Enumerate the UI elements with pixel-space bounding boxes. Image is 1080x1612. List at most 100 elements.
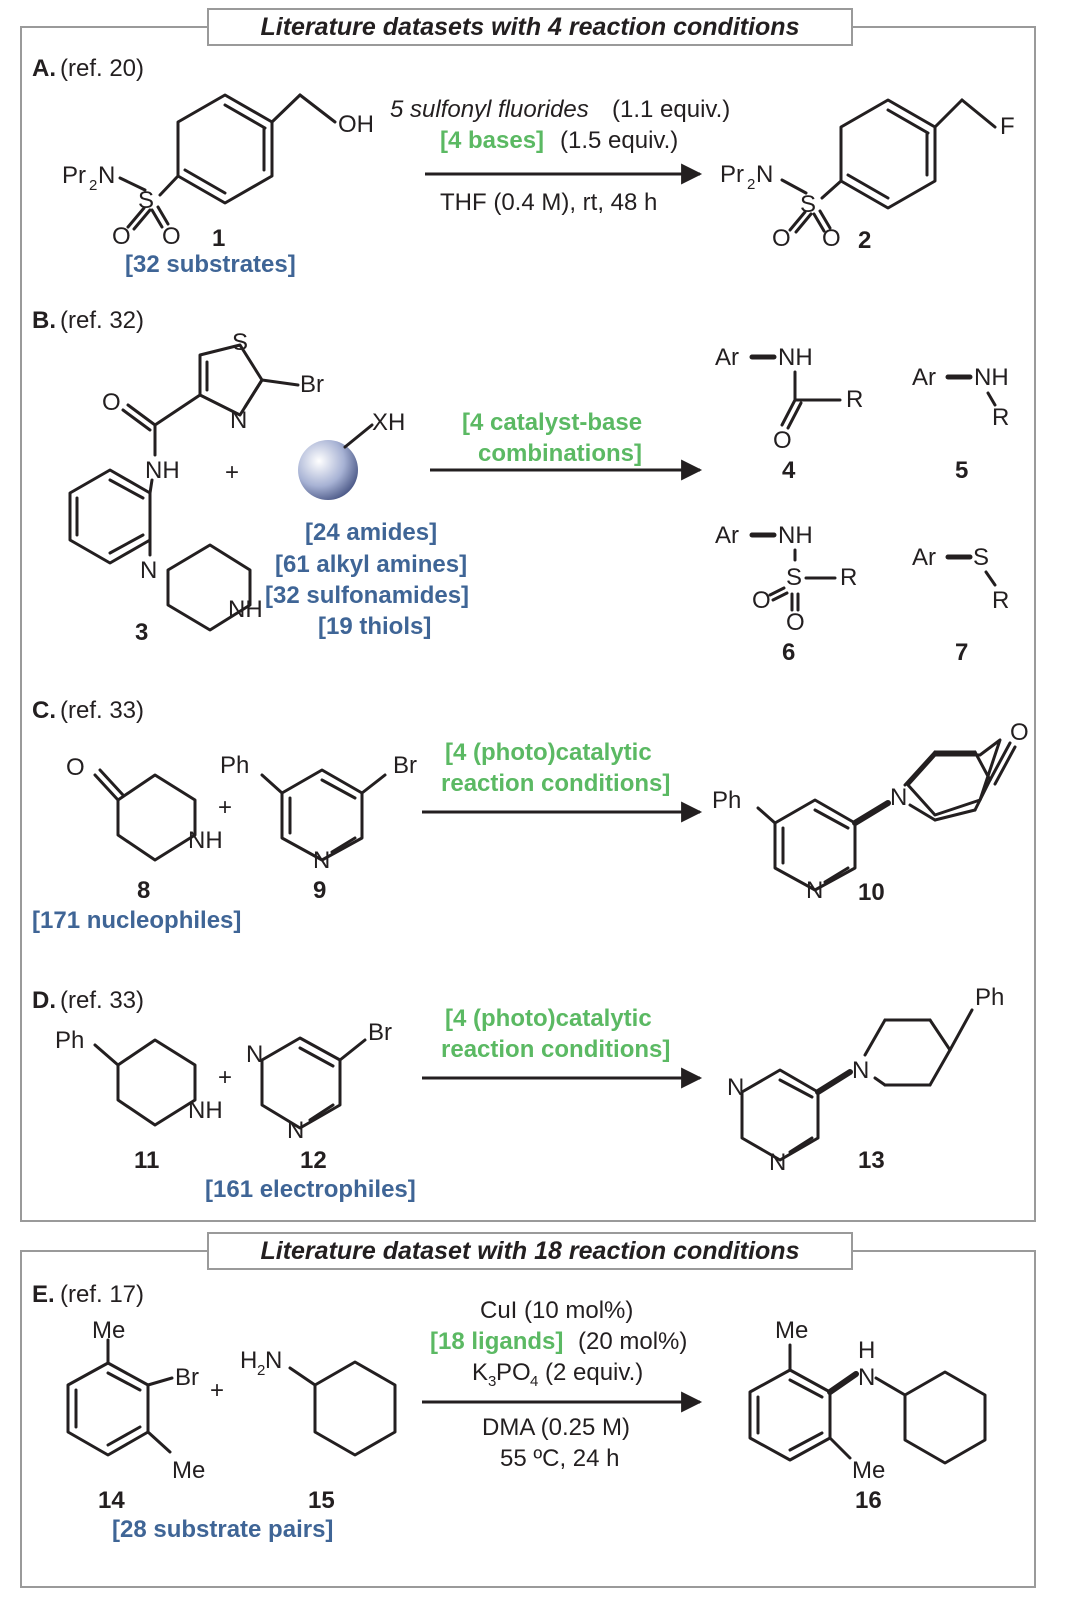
compound-label-9: 9: [313, 877, 326, 904]
section-d-ref: (ref. 33): [60, 987, 144, 1014]
compound-label-13: 13: [858, 1147, 885, 1174]
section-b: B. (ref. 32) S Br N O NH: [32, 307, 1009, 666]
atom-h2n-sub: 2: [257, 1362, 265, 1379]
plus-c: +: [218, 794, 232, 821]
compound-label-11: 11: [134, 1147, 159, 1174]
atom-ph-9: Ph: [220, 752, 249, 779]
atom-s-6: S: [786, 564, 802, 591]
atom-ar-6: Ar: [715, 522, 739, 549]
atom-r-6: R: [840, 564, 857, 591]
compound-label-3: 3: [135, 619, 148, 646]
compound-label-14: 14: [98, 1487, 125, 1514]
molecule-3: S Br N O NH N NH 3: [68, 329, 324, 646]
conditions-a: THF (0.4 M), rt, 48 h: [440, 189, 657, 216]
molecule-12: Br N N 12 [161 electrophiles]: [205, 1019, 416, 1203]
atom-br-9: Br: [393, 752, 417, 779]
atom-ar-4: Ar: [715, 344, 739, 371]
conditions-c-line2: reaction conditions]: [441, 770, 670, 797]
atom-me-16a: Me: [775, 1317, 808, 1344]
section-a-ref: (ref. 20): [60, 55, 144, 82]
reagent-po: PO: [496, 1359, 531, 1386]
atom-n-2: N: [756, 161, 773, 188]
compound-label-6: 6: [782, 639, 795, 666]
atom-oh: OH: [338, 111, 374, 138]
atom-o-10: O: [1010, 719, 1029, 746]
atom-br-14: Br: [175, 1364, 199, 1391]
compound-label-4: 4: [782, 457, 796, 484]
atom-nh-6: NH: [778, 522, 813, 549]
compound-label-2: 2: [858, 227, 871, 254]
pyrimidine-ring-12: [260, 1036, 342, 1130]
atom-me-14a: Me: [92, 1317, 125, 1344]
atom-piperazine-nh: NH: [228, 596, 263, 623]
atom-n-16: N: [858, 1364, 875, 1391]
atom-br-12: Br: [368, 1019, 392, 1046]
electrophile-count: [161 electrophiles]: [205, 1176, 416, 1203]
molecule-11: Ph NH 11: [55, 1027, 223, 1174]
piperidine-ring-11: [116, 1038, 197, 1127]
atom-thiazole-n: N: [230, 407, 247, 434]
atom-o-4: O: [773, 427, 792, 454]
atom-n-13: N: [852, 1057, 869, 1084]
thiazole-ring: [198, 343, 264, 417]
substrate-count: [32 substrates]: [125, 251, 296, 278]
section-a-letter: A.: [32, 55, 56, 82]
atom-pr-sub-2: 2: [747, 176, 755, 193]
atom-o1: O: [112, 223, 131, 250]
section-a: A. (ref. 20) OH S Pr 2 N O O 1 [32 subst…: [32, 55, 1015, 278]
conditions-b-line2: combinations]: [478, 440, 642, 467]
set-sulfonamides: [32 sulfonamides]: [265, 582, 469, 609]
benzene-ring-14: [66, 1361, 150, 1457]
reagent-bases-equiv: (1.5 equiv.): [560, 127, 678, 154]
atom-n-12b: N: [287, 1117, 304, 1144]
conditions-e-solvent: DMA (0.25 M): [482, 1414, 630, 1441]
section-b-letter: B.: [32, 307, 56, 334]
molecule-14: Me Br Me 14 [28 substrate pairs]: [66, 1317, 333, 1543]
section-d-letter: D.: [32, 987, 56, 1014]
atom-nh-11: NH: [188, 1097, 223, 1124]
atom-s-2: S: [800, 191, 816, 218]
section-c: C. (ref. 33) O NH 8 [171 nucleophiles] +…: [32, 697, 1029, 934]
molecule-4: Ar NH R O 4: [715, 344, 863, 484]
atom-h-16: H: [858, 1337, 875, 1364]
section-e-letter: E.: [32, 1281, 55, 1308]
compound-label-1: 1: [212, 225, 225, 252]
compound-label-5: 5: [955, 457, 968, 484]
molecule-8: O NH 8 [171 nucleophiles]: [32, 754, 241, 934]
atom-nh-5: NH: [974, 364, 1009, 391]
atom-amide-o: O: [102, 389, 121, 416]
piperidone-ring: [116, 773, 197, 862]
atom-o3: O: [772, 225, 791, 252]
molecule-10: Ph N O N 10: [712, 719, 1029, 906]
molecule-13: N N N Ph 13: [727, 984, 1004, 1176]
cyclohexane-ring-16: [903, 1370, 987, 1465]
atom-r-4: R: [846, 386, 863, 413]
molecule-15: H 2 N 15: [240, 1347, 397, 1514]
compound-label-7: 7: [955, 639, 968, 666]
section-e: E. (ref. 17) Me Br Me 14 [28 substrate p…: [32, 1281, 987, 1543]
atom-xh: XH: [372, 409, 405, 436]
atom-me-14b: Me: [172, 1457, 205, 1484]
section-d: D. (ref. 33) Ph NH 11 + Br N N 12 [161 e…: [32, 984, 1004, 1203]
atom-piperazine-n: N: [140, 557, 157, 584]
molecule-6: Ar NH S R O O 6: [715, 522, 857, 666]
pyrimidine-ring-13: [740, 1068, 820, 1162]
plus-e: +: [210, 1377, 224, 1404]
atom-ph-11: Ph: [55, 1027, 84, 1054]
reagent-sulfonyl-equiv: (1.1 equiv.): [612, 96, 730, 123]
atom-n-13b: N: [769, 1149, 786, 1176]
atom-r-5: R: [992, 404, 1009, 431]
atom-ar-5: Ar: [912, 364, 936, 391]
reagent-ligands-amount: (20 mol%): [578, 1328, 687, 1355]
atom-s: S: [138, 187, 154, 214]
molecule-9: Ph Br N 9: [220, 752, 417, 904]
set-alkyl-amines: [61 alkyl amines]: [275, 551, 467, 578]
benzene-ring-3: [68, 468, 152, 565]
compound-label-8: 8: [137, 877, 150, 904]
molecule-16: Me H N Me 16: [748, 1317, 987, 1514]
conditions-c-line1: [4 (photo)catalytic: [445, 739, 652, 766]
atom-o2: O: [162, 223, 181, 250]
atom-o4: O: [822, 225, 841, 252]
reagent-ligands: [18 ligands]: [430, 1328, 563, 1355]
